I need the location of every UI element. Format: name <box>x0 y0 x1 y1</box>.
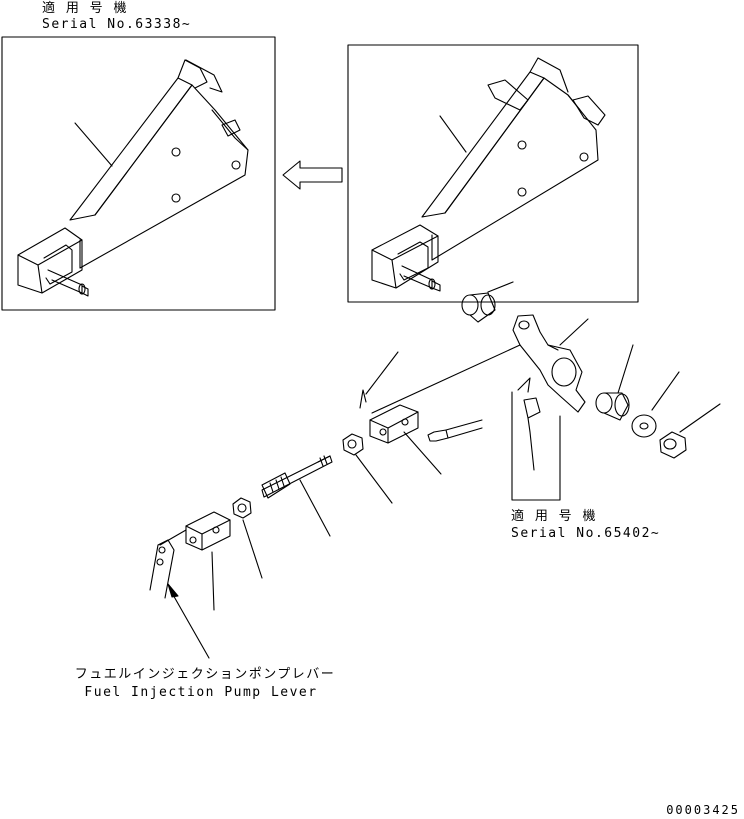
cotter-pin <box>360 390 366 408</box>
new-applicability-label: 適 用 号 機 <box>511 509 597 524</box>
link-line-upper <box>372 345 520 413</box>
leader-clevis-upper <box>404 432 441 474</box>
old-inset-frame <box>2 37 275 310</box>
replacement-arrow <box>283 161 342 189</box>
bolt <box>428 420 482 441</box>
new-bracket-inset <box>348 45 638 302</box>
adjusting-rod <box>262 456 332 498</box>
nut-lower <box>233 498 251 518</box>
link-line-lower <box>160 530 186 545</box>
nut-right <box>660 432 686 458</box>
drawing-number: 00003425 <box>666 803 740 817</box>
new-inset-frame <box>348 45 638 302</box>
clevis-lower <box>186 512 230 550</box>
grease-fitting-callout <box>512 378 560 500</box>
leader-nut-right <box>680 404 720 432</box>
leader-lever-arm <box>560 319 588 345</box>
leader-nut-lower <box>243 520 262 578</box>
bushing-lower <box>596 393 629 420</box>
exploded-parts <box>150 282 720 658</box>
old-serial-label: Serial No.63338~ <box>42 17 192 32</box>
old-bracket-inset <box>2 37 275 310</box>
lever-arm <box>513 315 585 412</box>
leader-washer <box>652 372 679 410</box>
old-applicability-label: 適 用 号 機 <box>42 1 128 16</box>
new-bracket-illustration <box>372 58 605 291</box>
nut-middle <box>343 434 363 455</box>
leader-adjusting-rod <box>300 480 330 536</box>
lever-callout-arrow <box>168 584 209 658</box>
clevis-upper <box>370 405 418 443</box>
leader-bushing-upper <box>488 282 513 292</box>
washer <box>632 415 656 437</box>
old-bracket-illustration <box>18 60 248 296</box>
lever-label-en: Fuel Injection Pump Lever <box>84 685 318 700</box>
leader-bushing-lower <box>618 345 633 393</box>
leader-cotter-pin <box>366 352 398 394</box>
bushing-upper <box>462 293 495 322</box>
lever-label-jp: フュエルインジェクションポンプレバー <box>74 667 336 682</box>
leader-nut-middle <box>356 455 392 503</box>
leader-clevis-lower <box>212 552 214 610</box>
new-serial-label: Serial No.65402~ <box>511 526 661 541</box>
